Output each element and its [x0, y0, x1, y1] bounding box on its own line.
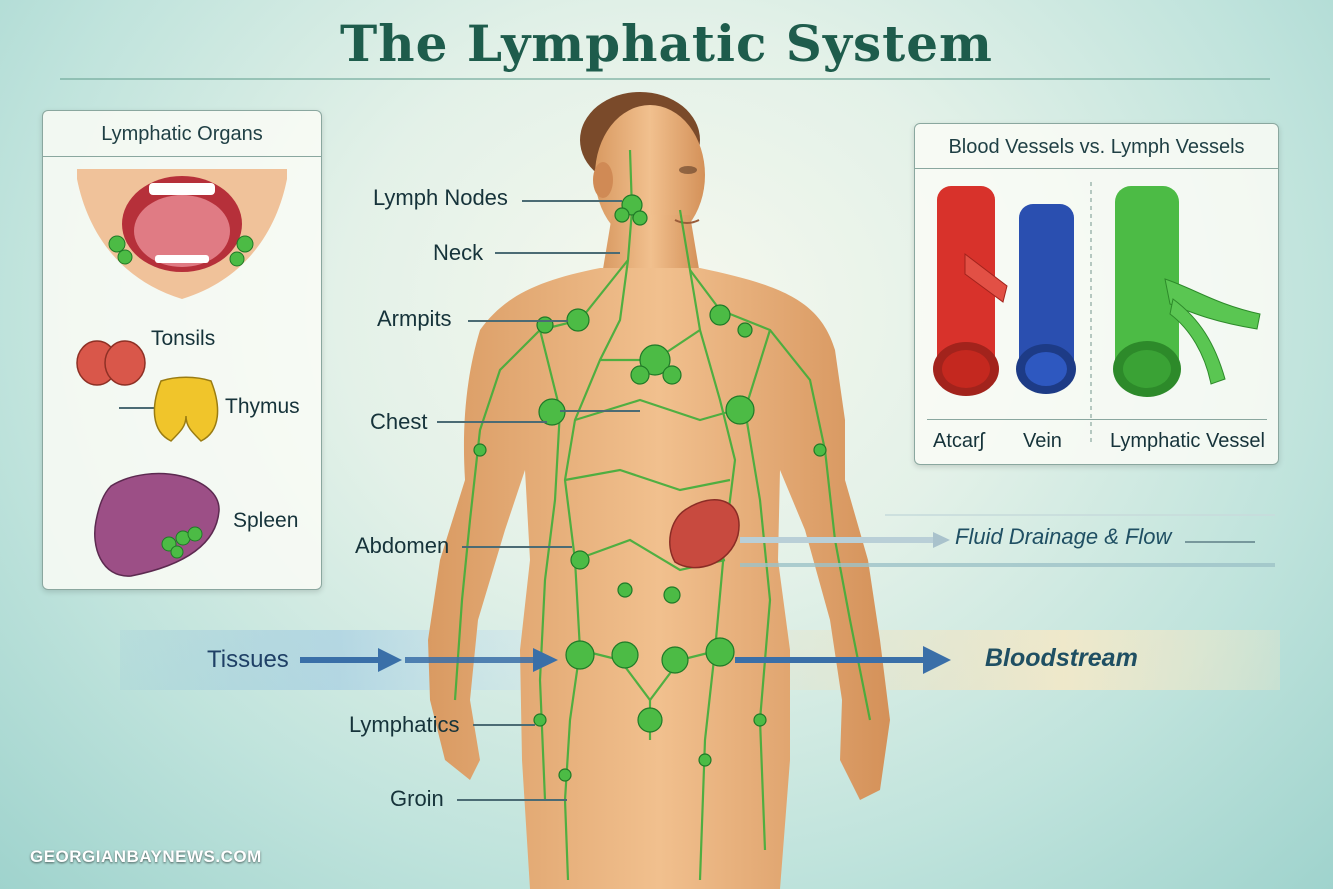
label-armpits: Armpits — [377, 306, 452, 331]
leader-lymphatics — [473, 724, 535, 726]
fluid-drainage-text: Fluid Drainage & Flow — [955, 524, 1172, 549]
title-divider — [60, 78, 1270, 80]
label-lymphatics: Lymphatics — [349, 712, 460, 737]
spleen-label: Spleen — [233, 509, 299, 532]
lymphatic-organs-panel: Lymphatic Organs Tonsils Thymus Spleen — [42, 110, 322, 590]
lymphatic-vessel-label: Lymphatic Vessel — [1110, 430, 1265, 452]
label-abdomen: Abdomen — [355, 533, 450, 558]
vein-label: Vein — [1023, 430, 1062, 452]
bloodstream-flow-arrow — [735, 646, 951, 674]
tissues-label: Tissues — [207, 646, 289, 673]
vessels-panel-divider — [915, 168, 1278, 169]
site-credit: GEORGIANBAYNEWS.COM — [30, 847, 262, 866]
organs-panel-divider — [43, 156, 321, 157]
tonsils-icon — [76, 340, 146, 386]
leader-groin — [457, 799, 567, 801]
leader-lymph-nodes — [522, 200, 622, 202]
page-title: The Lymphatic System — [340, 14, 993, 73]
drainage-arrow — [740, 514, 1275, 567]
vessels-labels-divider — [927, 419, 1267, 420]
spleen-icon — [94, 472, 220, 577]
tonsils-label: Tonsils — [151, 327, 216, 350]
organs-panel-title: Lymphatic Organs — [101, 123, 263, 145]
label-chest: Chest — [370, 409, 428, 434]
leader-armpits — [468, 320, 568, 322]
thymus-icon — [153, 376, 219, 442]
label-groin: Groin — [390, 786, 444, 811]
leader-chest-2 — [560, 410, 640, 412]
vessels-panel-title: Blood Vessels vs. Lymph Vessels — [948, 136, 1245, 158]
vessel-illustrations — [933, 182, 1261, 444]
bloodstream-label: Bloodstream — [985, 644, 1138, 672]
label-neck: Neck — [433, 240, 484, 265]
leader-neck — [495, 252, 620, 254]
artery-label: Atcarʃ — [933, 430, 985, 452]
tissues-flow-arrows — [300, 648, 558, 672]
mouth-tonsils-illustration — [77, 169, 287, 299]
label-lymph-nodes: Lymph Nodes — [373, 185, 508, 210]
leader-abdomen — [462, 546, 572, 548]
thymus-leader — [119, 407, 159, 409]
leader-chest — [437, 421, 547, 423]
thymus-label: Thymus — [225, 395, 300, 418]
vessels-comparison-panel: Blood Vessels vs. Lymph Vessels Atcarʃ V… — [914, 123, 1279, 465]
